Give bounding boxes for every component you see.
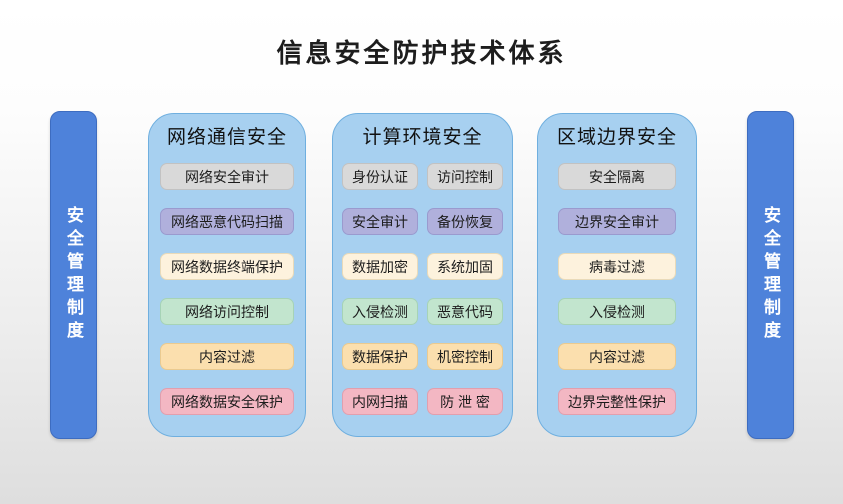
tech-item-chip: 边界完整性保护	[558, 388, 676, 415]
security-management-bar-right: 安全管理制度	[747, 111, 794, 439]
security-management-bar-left: 安全管理制度	[50, 111, 97, 439]
panel-title-network-communication: 网络通信安全	[166, 127, 287, 148]
panel-title-computing-environment: 计算环境安全	[362, 127, 483, 148]
panel-area-boundary-security: 区域边界安全 安全隔离 边界安全审计 病毒过滤 入侵检测 内容过滤 边界完整性保…	[537, 113, 697, 437]
tech-item-chip: 安全隔离	[558, 163, 676, 190]
tech-item-chip: 数据保护	[342, 343, 418, 370]
tech-item-chip: 机密控制	[427, 343, 503, 370]
tech-item-chip: 身份认证	[342, 163, 418, 190]
security-management-label: 安全管理制度	[761, 206, 780, 344]
tech-item-chip: 数据加密	[342, 253, 418, 280]
tech-item-chip: 病毒过滤	[558, 253, 676, 280]
panel-computing-environment-security: 计算环境安全 身份认证 访问控制 安全审计 备份恢复 数据加密 系统加固 入侵检…	[332, 113, 513, 437]
tech-item-chip: 内网扫描	[342, 388, 418, 415]
tech-item-chip: 备份恢复	[427, 208, 503, 235]
tech-item-chip: 内容过滤	[160, 343, 294, 370]
panel-network-communication-security: 网络通信安全 网络安全审计 网络恶意代码扫描 网络数据终端保护 网络访问控制 内…	[148, 113, 306, 437]
tech-item-chip: 网络安全审计	[160, 163, 294, 190]
tech-item-chip: 网络数据终端保护	[160, 253, 294, 280]
tech-item-chip: 内容过滤	[558, 343, 676, 370]
tech-item-chip: 恶意代码	[427, 298, 503, 325]
chip-rows: 安全隔离 边界安全审计 病毒过滤 入侵检测 内容过滤 边界完整性保护	[538, 163, 696, 433]
tech-item-chip: 入侵检测	[342, 298, 418, 325]
tech-item-chip: 网络访问控制	[160, 298, 294, 325]
tech-item-chip: 边界安全审计	[558, 208, 676, 235]
tech-item-chip: 网络恶意代码扫描	[160, 208, 294, 235]
chip-rows: 网络安全审计 网络恶意代码扫描 网络数据终端保护 网络访问控制 内容过滤 网络数…	[149, 163, 305, 433]
panel-title-area-boundary: 区域边界安全	[556, 127, 677, 148]
tech-item-chip: 安全审计	[342, 208, 418, 235]
chip-rows: 身份认证 访问控制 安全审计 备份恢复 数据加密 系统加固 入侵检测 恶意代码 …	[333, 163, 512, 433]
tech-item-chip: 入侵检测	[558, 298, 676, 325]
tech-item-chip: 网络数据安全保护	[160, 388, 294, 415]
tech-item-chip: 防 泄 密	[427, 388, 503, 415]
security-management-label: 安全管理制度	[64, 206, 83, 344]
tech-item-chip: 访问控制	[427, 163, 503, 190]
tech-item-chip: 系统加固	[427, 253, 503, 280]
page-title: 信息安全防护技术体系	[276, 38, 567, 68]
